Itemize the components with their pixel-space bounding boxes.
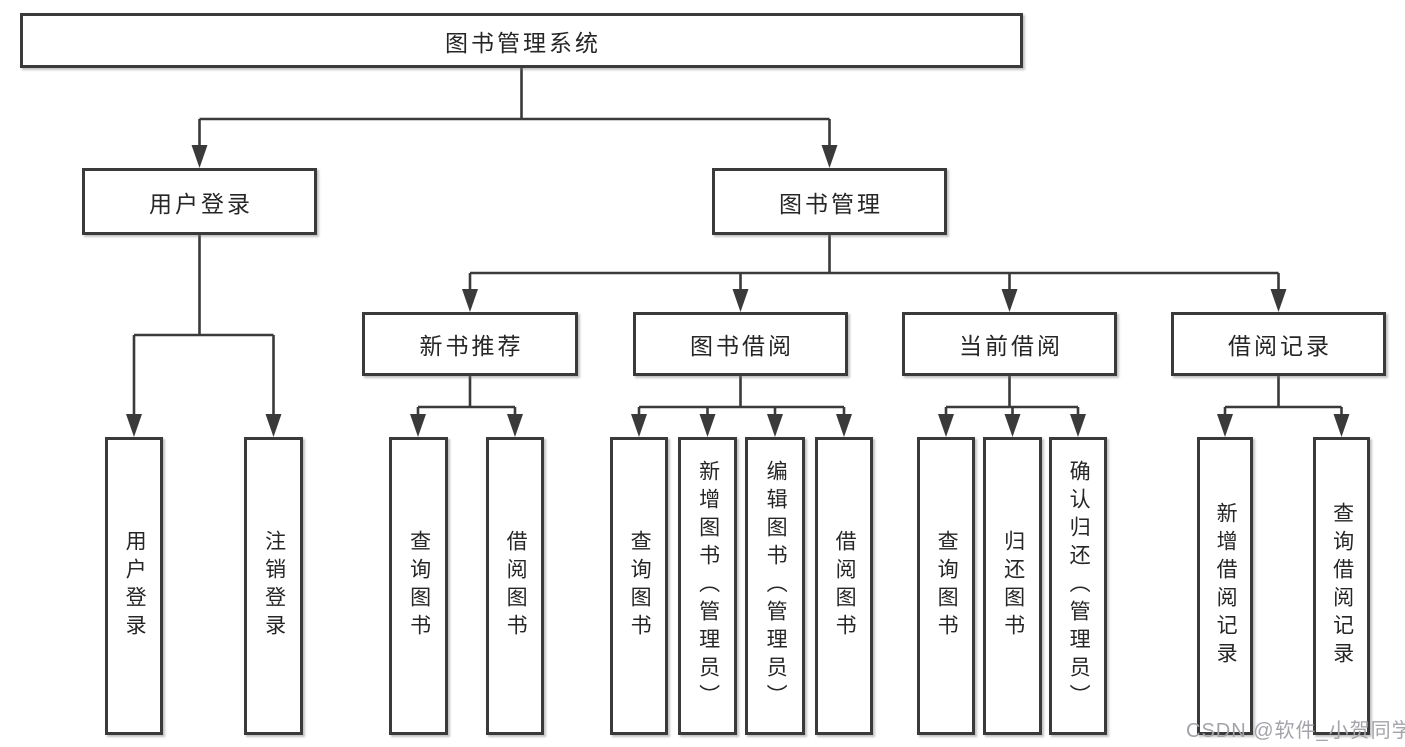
leaf-borrow-book-1: 借阅图书 [486, 437, 544, 735]
leaf-query-borrow-record: 查询借阅记录 [1313, 437, 1370, 735]
node-book-borrow: 图书借阅 [633, 312, 848, 376]
connector-root-to-level2 [191, 68, 838, 168]
node-new-book-recommend: 新书推荐 [362, 312, 578, 376]
leaf-return-book: 归还图书 [983, 437, 1042, 735]
leaf-user-login: 用户登录 [105, 437, 163, 735]
connector-current-borrow-to-leaves [938, 376, 1086, 437]
node-borrow-records: 借阅记录 [1171, 312, 1386, 376]
leaf-query-book-2: 查询图书 [610, 437, 668, 735]
node-root: 图书管理系统 [20, 13, 1023, 68]
node-user-login: 用户登录 [82, 168, 317, 235]
connector-book-mgmt-to-level3 [462, 235, 1287, 312]
leaf-query-book-3: 查询图书 [917, 437, 975, 735]
leaf-add-borrow-record: 新增借阅记录 [1197, 437, 1253, 735]
leaf-logout: 注销登录 [244, 437, 303, 735]
leaf-edit-book-admin: 编辑图书（管理员） [745, 437, 805, 735]
leaf-query-book-1: 查询图书 [389, 437, 448, 735]
connector-book-borrow-to-leaves [631, 376, 852, 437]
connector-borrow-records-to-leaves [1217, 376, 1350, 437]
leaf-add-book-admin: 新增图书（管理员） [678, 437, 737, 735]
leaf-confirm-return-admin: 确认归还（管理员） [1049, 437, 1107, 735]
csdn-watermark: CSDN @软件_小贺同学 [1186, 720, 1405, 742]
node-current-borrow: 当前借阅 [902, 312, 1117, 376]
node-book-management: 图书管理 [712, 168, 947, 235]
leaf-borrow-book-2: 借阅图书 [815, 437, 873, 735]
connector-new-book-rec-to-leaves [410, 376, 523, 437]
connector-user-login-to-leaves [126, 235, 282, 437]
